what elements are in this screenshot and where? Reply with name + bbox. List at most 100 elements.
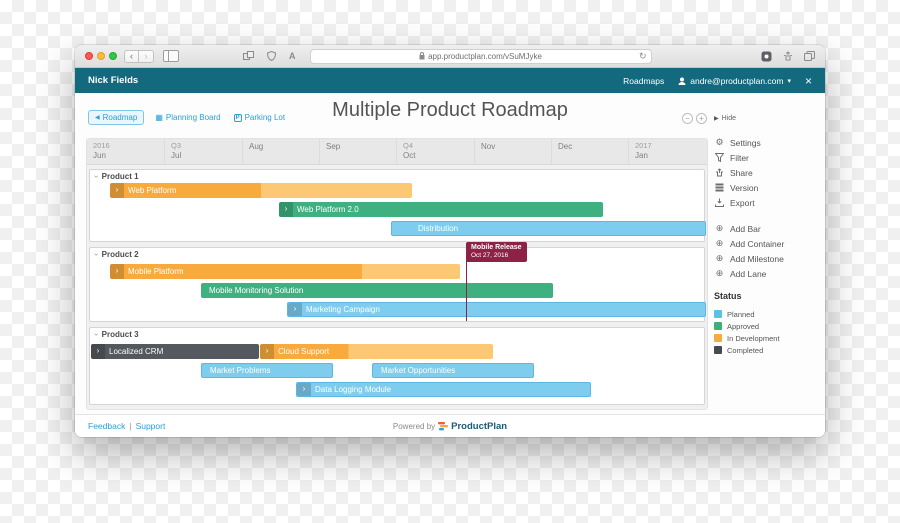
- nav-roadmaps-link[interactable]: Roadmaps: [623, 75, 665, 86]
- bar-distribution[interactable]: Distribution: [391, 221, 706, 236]
- zoom-controls: − +: [682, 113, 707, 124]
- bar-mobile-monitoring-solution[interactable]: Mobile Monitoring Solution: [201, 283, 553, 298]
- url-text: app.productplan.com/vSuMJyke: [428, 51, 542, 61]
- lane-product-2: › Product 2 ›Mobile Platform Mobile Moni…: [89, 242, 706, 322]
- forward-icon[interactable]: ›: [139, 49, 154, 63]
- chevron-down-icon: ›: [91, 333, 101, 336]
- version-button[interactable]: Version: [714, 180, 822, 195]
- view-tabs: ◀ Roadmap ▦ Planning Board P Parking Lot: [88, 110, 287, 125]
- add-milestone-button[interactable]: ⊕Add Milestone: [715, 253, 784, 264]
- bar-web-platform[interactable]: ›Web Platform: [110, 183, 412, 198]
- plus-circle-icon: ⊕: [715, 253, 724, 263]
- refresh-icon[interactable]: ↻: [638, 50, 647, 61]
- minimize-window-icon[interactable]: [97, 52, 105, 60]
- zoom-out-icon[interactable]: −: [682, 113, 693, 124]
- account-menu[interactable]: andre@productplan.com ▾: [678, 76, 791, 86]
- chevron-down-icon: ›: [91, 253, 101, 256]
- filter-button[interactable]: Filter: [714, 150, 822, 165]
- tab-parking-lot[interactable]: P Parking Lot: [233, 113, 286, 122]
- filter-icon: [714, 153, 725, 162]
- bar-data-logging-module[interactable]: ›Data Logging Module: [296, 382, 591, 397]
- chevron-right-icon: ›: [288, 303, 302, 316]
- bar-marketing-campaign[interactable]: ›Marketing Campaign: [287, 302, 706, 317]
- lane-product-3: › Product 3 ›Localized CRM ›Cloud Suppor…: [89, 327, 705, 405]
- bar-market-problems[interactable]: Market Problems: [201, 363, 333, 378]
- lane-header[interactable]: › Product 1: [91, 172, 139, 181]
- timeline-col: Dec: [551, 139, 628, 165]
- bar-localized-crm[interactable]: ›Localized CRM: [91, 344, 259, 359]
- tab-roadmap[interactable]: ◀ Roadmap: [88, 110, 145, 125]
- address-bar[interactable]: app.productplan.com/vSuMJyke ↻: [309, 48, 652, 64]
- zoom-in-icon[interactable]: +: [696, 113, 707, 124]
- timeline-col: Aug: [242, 139, 319, 165]
- status-legend-title: Status: [714, 291, 742, 301]
- bar-market-opportunities[interactable]: Market Opportunities: [372, 363, 534, 378]
- parking-icon: P: [233, 113, 242, 122]
- tabs-icon[interactable]: [804, 51, 815, 61]
- chevron-right-icon: ›: [279, 202, 293, 217]
- chevron-right-icon: ›: [297, 383, 311, 396]
- close-window-icon[interactable]: [85, 52, 93, 60]
- legend-item-in-development: In Development: [714, 332, 822, 344]
- legend-item-approved: Approved: [714, 320, 822, 332]
- roadmap-icon: ◀: [95, 115, 100, 121]
- powered-by-label: Powered by: [392, 421, 436, 431]
- tab-planning-board[interactable]: ▦ Planning Board: [155, 113, 221, 122]
- bar-mobile-platform[interactable]: ›Mobile Platform: [110, 264, 460, 279]
- board-icon: ▦: [155, 113, 163, 122]
- legend-item-planned: Planned: [714, 308, 822, 320]
- page-scale-icon[interactable]: [243, 51, 254, 61]
- support-link[interactable]: Support: [135, 421, 166, 431]
- plus-circle-icon: ⊕: [715, 238, 724, 248]
- version-stack-icon: [714, 183, 725, 192]
- shield-icon[interactable]: [267, 51, 276, 61]
- plus-circle-icon: ⊕: [715, 268, 724, 278]
- timeline-col: Sep: [319, 139, 396, 165]
- hide-panel-button[interactable]: ▶ Hide: [714, 115, 737, 122]
- feedback-link[interactable]: Feedback: [88, 421, 126, 431]
- add-bar-button[interactable]: ⊕Add Bar: [715, 223, 761, 234]
- gear-icon: ⚙: [715, 137, 724, 147]
- back-icon[interactable]: ‹: [124, 49, 139, 63]
- add-container-button[interactable]: ⊕Add Container: [715, 238, 785, 249]
- account-email: andre@productplan.com: [690, 75, 784, 86]
- lane-header[interactable]: › Product 3: [91, 330, 139, 339]
- chevron-right-icon: ›: [91, 344, 105, 359]
- browser-window: ‹ › A app.productplan.com/vSuMJyke ↻: [75, 45, 825, 437]
- share-button[interactable]: Share: [714, 165, 822, 180]
- close-icon[interactable]: ×: [804, 73, 812, 88]
- plus-circle-icon: ⊕: [715, 223, 724, 233]
- chevron-right-icon: ›: [110, 183, 124, 198]
- chevron-right-icon: ›: [110, 264, 124, 279]
- legend-item-completed: Completed: [714, 344, 822, 356]
- user-icon: [678, 77, 686, 85]
- zoom-window-icon[interactable]: [109, 52, 117, 60]
- timeline-col: Nov: [474, 139, 551, 165]
- milestone-line[interactable]: [466, 248, 467, 321]
- export-download-icon: [714, 198, 725, 207]
- browser-toolbar: ‹ › A app.productplan.com/vSuMJyke ↻: [75, 45, 825, 68]
- bar-web-platform-2[interactable]: ›Web Platform 2.0: [279, 202, 603, 217]
- page-title: Multiple Product Roadmap: [332, 99, 568, 121]
- lane-header[interactable]: › Product 2: [91, 250, 139, 259]
- right-panel: ▶ Hide ⚙Settings Filter Share Version Ex…: [714, 115, 822, 356]
- lock-icon: [419, 52, 425, 60]
- chevron-down-icon: ›: [91, 175, 101, 178]
- share-icon[interactable]: [783, 50, 793, 62]
- export-button[interactable]: Export: [714, 195, 822, 210]
- productplan-brand[interactable]: ProductPlan: [451, 420, 508, 432]
- bar-cloud-support[interactable]: ›Cloud Support: [260, 344, 493, 359]
- add-lane-button[interactable]: ⊕Add Lane: [715, 268, 767, 279]
- user-name: Nick Fields: [88, 75, 139, 86]
- sidebar-toggle-icon[interactable]: [163, 50, 179, 62]
- settings-button[interactable]: ⚙Settings: [715, 137, 761, 148]
- letter-a-badge-icon[interactable]: A: [289, 51, 296, 61]
- milestone-flag[interactable]: Mobile Release Oct 27, 2016: [466, 242, 527, 262]
- extension-icon[interactable]: [761, 51, 772, 62]
